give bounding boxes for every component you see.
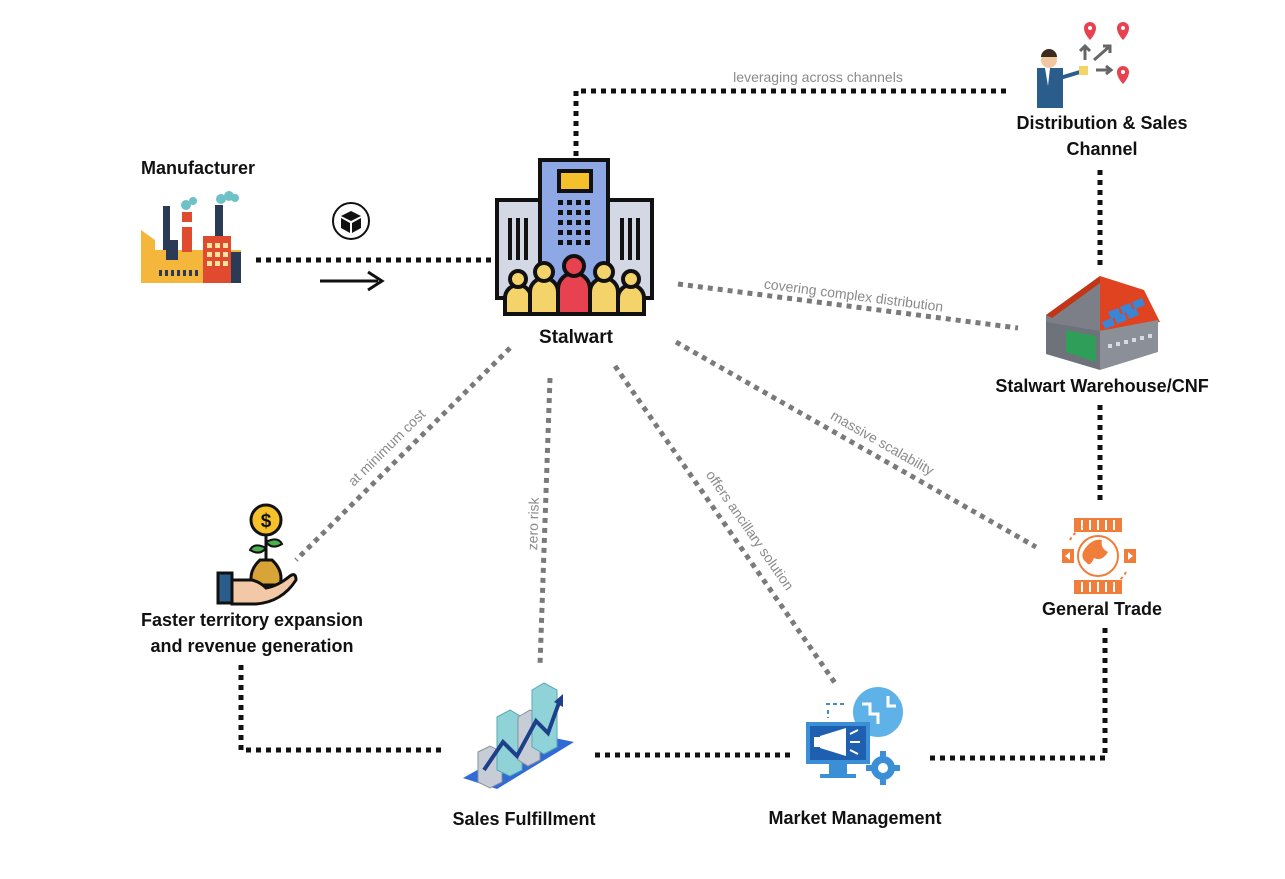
node-label-general-trade: General Trade: [1041, 599, 1163, 619]
connector-stalwart-sales: [537, 377, 553, 666]
edge-label-min-cost: at minimum cost: [345, 406, 429, 489]
node-label-distribution: Distribution & Sales Channel: [982, 110, 1222, 162]
edge-label-covering: covering complex distribution: [763, 275, 944, 314]
node-label-distribution-line1: Distribution & Sales: [1016, 113, 1188, 133]
package-box-icon: [332, 202, 370, 240]
connector-stalwart-market: [612, 364, 838, 685]
node-label-stalwart: Stalwart: [539, 327, 613, 348]
money-plant-hand-icon: $: [216, 503, 298, 606]
svg-text:$: $: [261, 511, 272, 532]
node-label-faster-line2: and revenue generation: [150, 636, 354, 656]
node-label-warehouse: Stalwart Warehouse/CNF: [995, 376, 1209, 396]
growth-bar-chart-icon: [463, 682, 574, 789]
right-arrow-icon: [320, 270, 385, 292]
connector-generaltrade-market: [928, 628, 1108, 761]
node-label-market-management: Market Management: [768, 808, 942, 828]
node-label-faster-line1: Faster territory expansion: [140, 610, 364, 630]
edge-label-leveraging: leveraging across channels: [733, 69, 903, 85]
warehouse-icon: [1046, 276, 1160, 370]
node-label-distribution-line2: Channel: [1066, 139, 1138, 159]
connector-stalwart-warehouse: [677, 281, 1019, 331]
factory-icon: [141, 191, 241, 283]
global-trade-containers-icon: [1062, 518, 1136, 594]
node-label-sales-fulfillment: Sales Fulfillment: [452, 809, 596, 829]
connector-faster-sales: [238, 665, 442, 753]
edge-label-scalability: massive scalability: [828, 407, 937, 478]
edge-label-ancillary: offers ancillary solution: [703, 467, 797, 593]
office-building-people-icon: [495, 158, 654, 316]
presenter-location-pins-icon: [1037, 22, 1129, 108]
marketing-monitor-megaphone-icon: [806, 687, 903, 785]
node-label-manufacturer: Manufacturer: [140, 158, 256, 178]
edge-label-zero-risk: zero risk: [524, 496, 542, 550]
node-label-faster: Faster territory expansion and revenue g…: [112, 607, 392, 659]
connector-stalwart-distribution: [573, 88, 1010, 156]
connector-stalwart-faster: [294, 346, 512, 562]
